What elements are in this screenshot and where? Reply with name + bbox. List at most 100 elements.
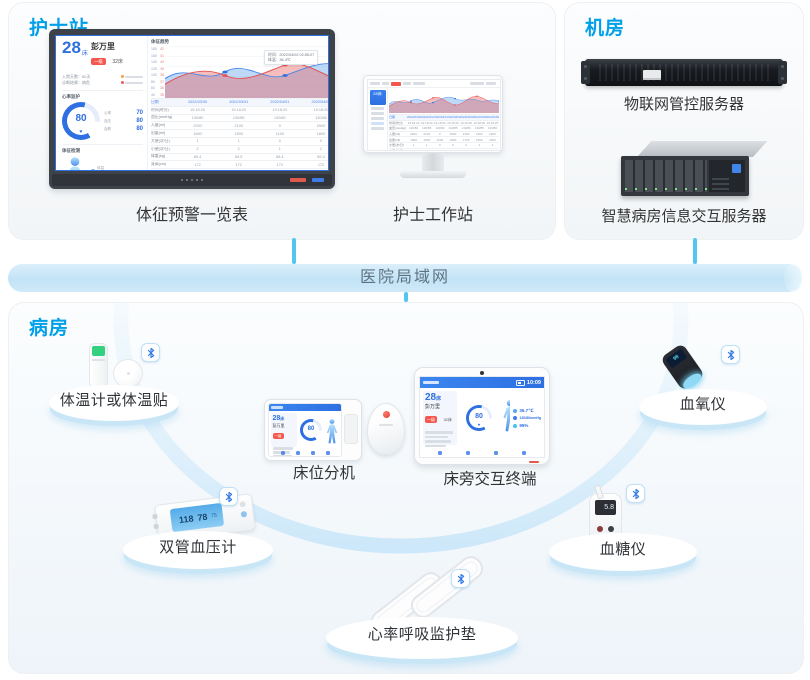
thermometer-platform: 体温计或体温贴 [49,385,179,421]
nurse-station-panel: 护士站 28 床 彭万里 一级 32床 [8,2,556,240]
ward-panel: 病房 体温计或体温贴 98 血氧仪 28床 彭万 [8,302,804,674]
terminal-header: 10:09 [420,377,544,388]
glucose-platform: 血糖仪 [549,533,697,571]
nurse-workstation: 28床 日期2022/03/302022/03/312022/04/012022… [363,75,503,178]
workstation-main: 日期2022/03/302022/03/312022/04/012022/04/… [388,88,500,150]
hospital-lan-bus: 医院局域网 [8,264,802,292]
oximeter-platform: 血氧仪 [639,389,767,425]
bluetooth-icon [721,345,740,364]
mini-patient-card: 28床 彭万里 一级 [271,413,297,456]
ward-title: 病房 [29,318,70,339]
oximeter-label: 血氧仪 [679,396,727,413]
bluetooth-icon [451,569,470,588]
ward-interaction-server [621,141,768,199]
bp-label: 双管血压计 [159,539,237,556]
brand-mark [529,460,539,463]
glucose-label: 血糖仪 [599,541,647,558]
terminal-icon-row [420,448,544,457]
glucose-screen: 5.8 [595,500,616,515]
display-control-bar [52,174,332,186]
vitals-overview-display: 28 床 彭万里 一级 32床 入院天数：60天 [49,29,335,189]
info-diagnosis: 诊断结果：病危 [62,80,90,85]
sidebar-bed-card: 28床 [369,89,386,105]
patient-name: 彭万里 [90,42,115,51]
pad-platform: 心率呼吸监护垫 [326,617,518,659]
bluetooth-icon [219,487,238,506]
oximeter-screen: 98 [665,348,688,369]
terminal-time: 10:09 [526,379,541,386]
bed-number: 28 [62,38,81,57]
lan-label: 医院局域网 [359,269,450,286]
workstation-monitor: 28床 日期2022/03/302022/03/312022/04/012022… [363,75,503,153]
monitor-stand [422,153,444,171]
speaker-grille [344,414,358,444]
terminal-label: 床旁交互终端 [443,471,537,488]
connector-nurse-lan [292,238,296,264]
bed-tag: 32床 [112,59,123,66]
connector-lan-ward [404,292,408,302]
workstation-vitals-table: 日期2022/03/302022/03/312022/04/012022/04/… [389,114,499,150]
handset-device [367,403,405,455]
chart-tooltip: 时间：2022/04/02 02:55:27 体温：36.4℃ [264,50,319,65]
temperature-patch-device [113,359,143,388]
bed-extension-device: 28床 彭万里 一级 80 [264,399,362,461]
gauge-value: 80 [75,113,87,125]
vitals-display-label: 体征预警一览表 [135,207,248,224]
terminal-screen: 10:09 28床 彭万里 一级 32床 80♥ [419,376,545,458]
workstation-screen: 28床 日期2022/03/302022/03/312022/04/012022… [367,79,501,151]
bluetooth-icon [626,484,645,503]
battery-icon [515,379,525,386]
interaction-server-label: 智慧病房信息交互服务器 [601,208,767,225]
workstation-sidebar: 28床 [368,88,388,150]
connector-server-lan [693,238,697,264]
bed-suffix: 床 [81,51,88,57]
server-room-title: 机房 [585,18,626,39]
care-level-badge: 一级 [90,58,106,66]
terminal-body-figure [503,400,511,432]
info-days: 入院天数：60天 [62,74,91,79]
bed-extension-label: 床位分机 [292,465,355,482]
iot-server-label: 物联网管控服务器 [623,96,744,113]
lan-bus-endcap [784,264,802,292]
trend-title: 体征趋势 [151,39,169,44]
terminal-gauge: 80♥ [466,405,492,431]
workstation-trend-chart [389,95,499,113]
body-stats: 体温36.7℃ 血压120/80mmHg 血氧95% [91,164,143,170]
terminal-patient-card: 28床 彭万里 一级 32床 [423,391,457,447]
workstation-toolbar [368,80,500,88]
oximeter-device: 98 [659,342,706,392]
heart-icon: ♥ [79,128,83,135]
call-button [382,411,390,418]
bed-extension-screen: 28床 彭万里 一级 80 [268,403,342,457]
camera-icon [480,370,484,375]
menu-button [312,178,324,182]
power-button [290,178,306,182]
thermometer-label: 体温计或体温贴 [59,392,169,409]
gauge-section-title: 心率监护 [62,94,80,99]
server-room-panel: 机房 物联网管控服务器 智慧病房信息交互服务器 [564,2,804,240]
monitor-base [400,171,466,178]
bed-extension-header [269,404,341,411]
human-body-figure [62,156,88,171]
patient-summary-panel: 28 床 彭万里 一级 32床 入院天数：60天 [56,36,148,170]
workstation-label: 护士工作站 [392,207,473,224]
body-section-title: 体征检测 [62,148,80,153]
bp-platform: 双管血压计 [123,531,273,569]
vitals-overview-screen: 28 床 彭万里 一级 32床 入院天数：60天 [55,35,329,171]
iot-control-server [581,59,787,86]
alert-badge [391,81,401,86]
mini-icon-row [269,449,341,456]
test-strip [593,484,605,500]
bedside-terminal-device: 10:09 28床 彭万里 一级 32床 80♥ [414,367,550,465]
mini-body-figure [326,419,338,444]
thermometer-device [89,343,108,389]
heart-rate-gauge: 80 ♥ [62,102,100,140]
bluetooth-icon [141,343,160,362]
mini-gauge: 80 [300,419,322,441]
